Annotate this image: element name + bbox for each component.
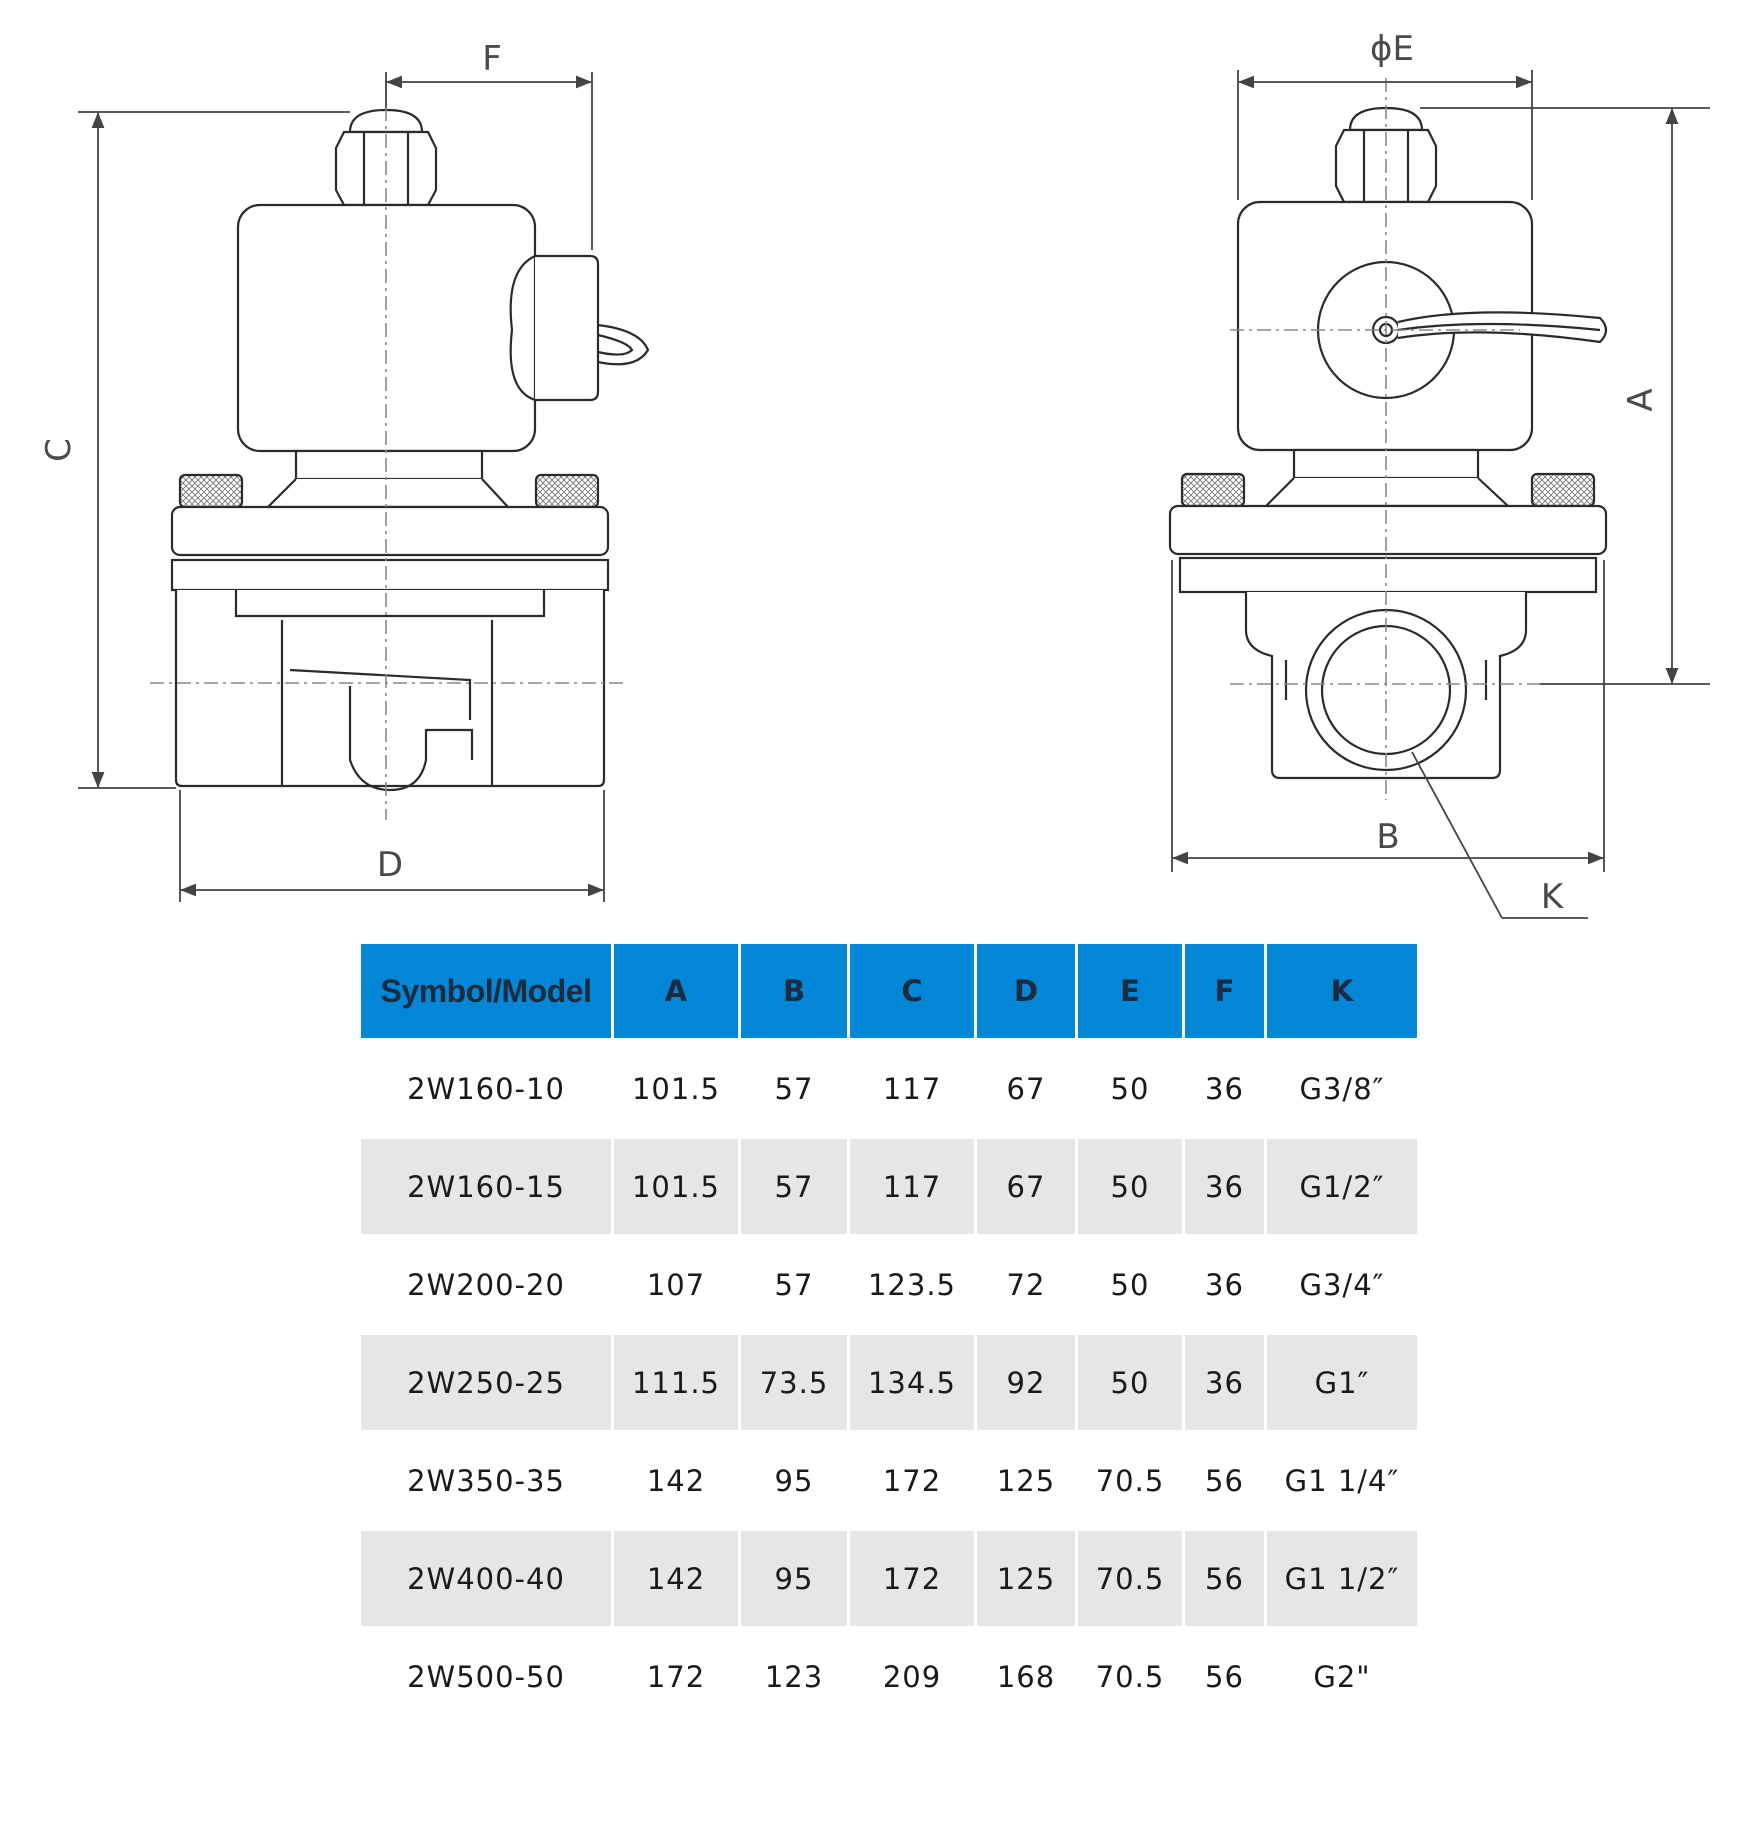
cell-a: 172 (614, 1629, 738, 1724)
cell-k: G1 1/2″ (1267, 1531, 1417, 1626)
cell-d: 125 (977, 1433, 1075, 1528)
col-header-k: K (1267, 944, 1417, 1038)
cell-k: G1″ (1267, 1335, 1417, 1430)
dim-label-a: A (1621, 388, 1661, 411)
cell-f: 36 (1185, 1237, 1264, 1332)
cell-e: 70.5 (1078, 1531, 1182, 1626)
cell-d: 72 (977, 1237, 1075, 1332)
cell-d: 125 (977, 1531, 1075, 1626)
col-header-e: E (1078, 944, 1182, 1038)
cell-f: 56 (1185, 1531, 1264, 1626)
col-header-f: F (1185, 944, 1264, 1038)
cell-c: 134.5 (850, 1335, 974, 1430)
cell-e: 50 (1078, 1041, 1182, 1136)
table-row: 2W350-35 142 95 172 125 70.5 56 G1 1/4″ (361, 1433, 1417, 1528)
cell-f: 56 (1185, 1433, 1264, 1528)
cell-b: 57 (741, 1139, 847, 1234)
dim-label-c: C (39, 438, 79, 462)
cell-c: 172 (850, 1531, 974, 1626)
side-dimensions (1171, 70, 1710, 919)
cell-f: 36 (1185, 1041, 1264, 1136)
cell-model: 2W200-20 (361, 1237, 611, 1332)
cell-b: 57 (741, 1041, 847, 1136)
cell-model: 2W400-40 (361, 1531, 611, 1626)
cell-k: G2" (1267, 1629, 1417, 1724)
cell-e: 50 (1078, 1139, 1182, 1234)
cell-a: 111.5 (614, 1335, 738, 1430)
dim-label-d: D (377, 845, 403, 885)
cell-c: 117 (850, 1041, 974, 1136)
cell-d: 67 (977, 1041, 1075, 1136)
side-view (1168, 106, 1608, 780)
table-row: 2W250-25 111.5 73.5 134.5 92 50 36 G1″ (361, 1335, 1417, 1430)
cell-model: 2W160-10 (361, 1041, 611, 1136)
col-header-b: B (741, 944, 847, 1038)
cell-b: 57 (741, 1237, 847, 1332)
cell-c: 123.5 (850, 1237, 974, 1332)
cell-a: 101.5 (614, 1139, 738, 1234)
valve-dimension-drawing: F C D (39, 29, 1710, 919)
cell-c: 209 (850, 1629, 974, 1724)
cell-d: 67 (977, 1139, 1075, 1234)
col-header-symbol-model: Symbol/Model (361, 944, 611, 1038)
cell-a: 101.5 (614, 1041, 738, 1136)
cell-model: 2W500-50 (361, 1629, 611, 1724)
cell-d: 92 (977, 1335, 1075, 1430)
dimension-table: Symbol/Model A B C D E F K 2W160-10 101.… (358, 941, 1420, 1727)
front-view (170, 108, 650, 792)
cell-c: 117 (850, 1139, 974, 1234)
cell-k: G1 1/4″ (1267, 1433, 1417, 1528)
table-row: 2W160-15 101.5 57 117 67 50 36 G1/2″ (361, 1139, 1417, 1234)
cell-k: G3/4″ (1267, 1237, 1417, 1332)
table-row: 2W400-40 142 95 172 125 70.5 56 G1 1/2″ (361, 1531, 1417, 1626)
table-row: 2W200-20 107 57 123.5 72 50 36 G3/4″ (361, 1237, 1417, 1332)
cell-f: 36 (1185, 1335, 1264, 1430)
cell-b: 123 (741, 1629, 847, 1724)
table-row: 2W500-50 172 123 209 168 70.5 56 G2" (361, 1629, 1417, 1724)
dim-label-e: ϕE (1370, 29, 1414, 69)
cell-c: 172 (850, 1433, 974, 1528)
cell-k: G1/2″ (1267, 1139, 1417, 1234)
col-header-a: A (614, 944, 738, 1038)
table-row: 2W160-10 101.5 57 117 67 50 36 G3/8″ (361, 1041, 1417, 1136)
cell-model: 2W250-25 (361, 1335, 611, 1430)
cell-b: 95 (741, 1531, 847, 1626)
col-header-d: D (977, 944, 1075, 1038)
dim-label-k: K (1541, 877, 1565, 917)
cell-b: 73.5 (741, 1335, 847, 1430)
cell-e: 70.5 (1078, 1433, 1182, 1528)
cell-e: 50 (1078, 1237, 1182, 1332)
cell-a: 107 (614, 1237, 738, 1332)
cell-f: 36 (1185, 1139, 1264, 1234)
cell-model: 2W160-15 (361, 1139, 611, 1234)
dim-label-b: B (1376, 817, 1399, 857)
cell-a: 142 (614, 1433, 738, 1528)
dim-label-f: F (482, 39, 502, 79)
table-header-row: Symbol/Model A B C D E F K (361, 944, 1417, 1038)
front-dimensions (78, 72, 605, 902)
cell-f: 56 (1185, 1629, 1264, 1724)
cell-b: 95 (741, 1433, 847, 1528)
cell-d: 168 (977, 1629, 1075, 1724)
cell-k: G3/8″ (1267, 1041, 1417, 1136)
cell-a: 142 (614, 1531, 738, 1626)
col-header-c: C (850, 944, 974, 1038)
cell-e: 50 (1078, 1335, 1182, 1430)
cell-model: 2W350-35 (361, 1433, 611, 1528)
cell-e: 70.5 (1078, 1629, 1182, 1724)
